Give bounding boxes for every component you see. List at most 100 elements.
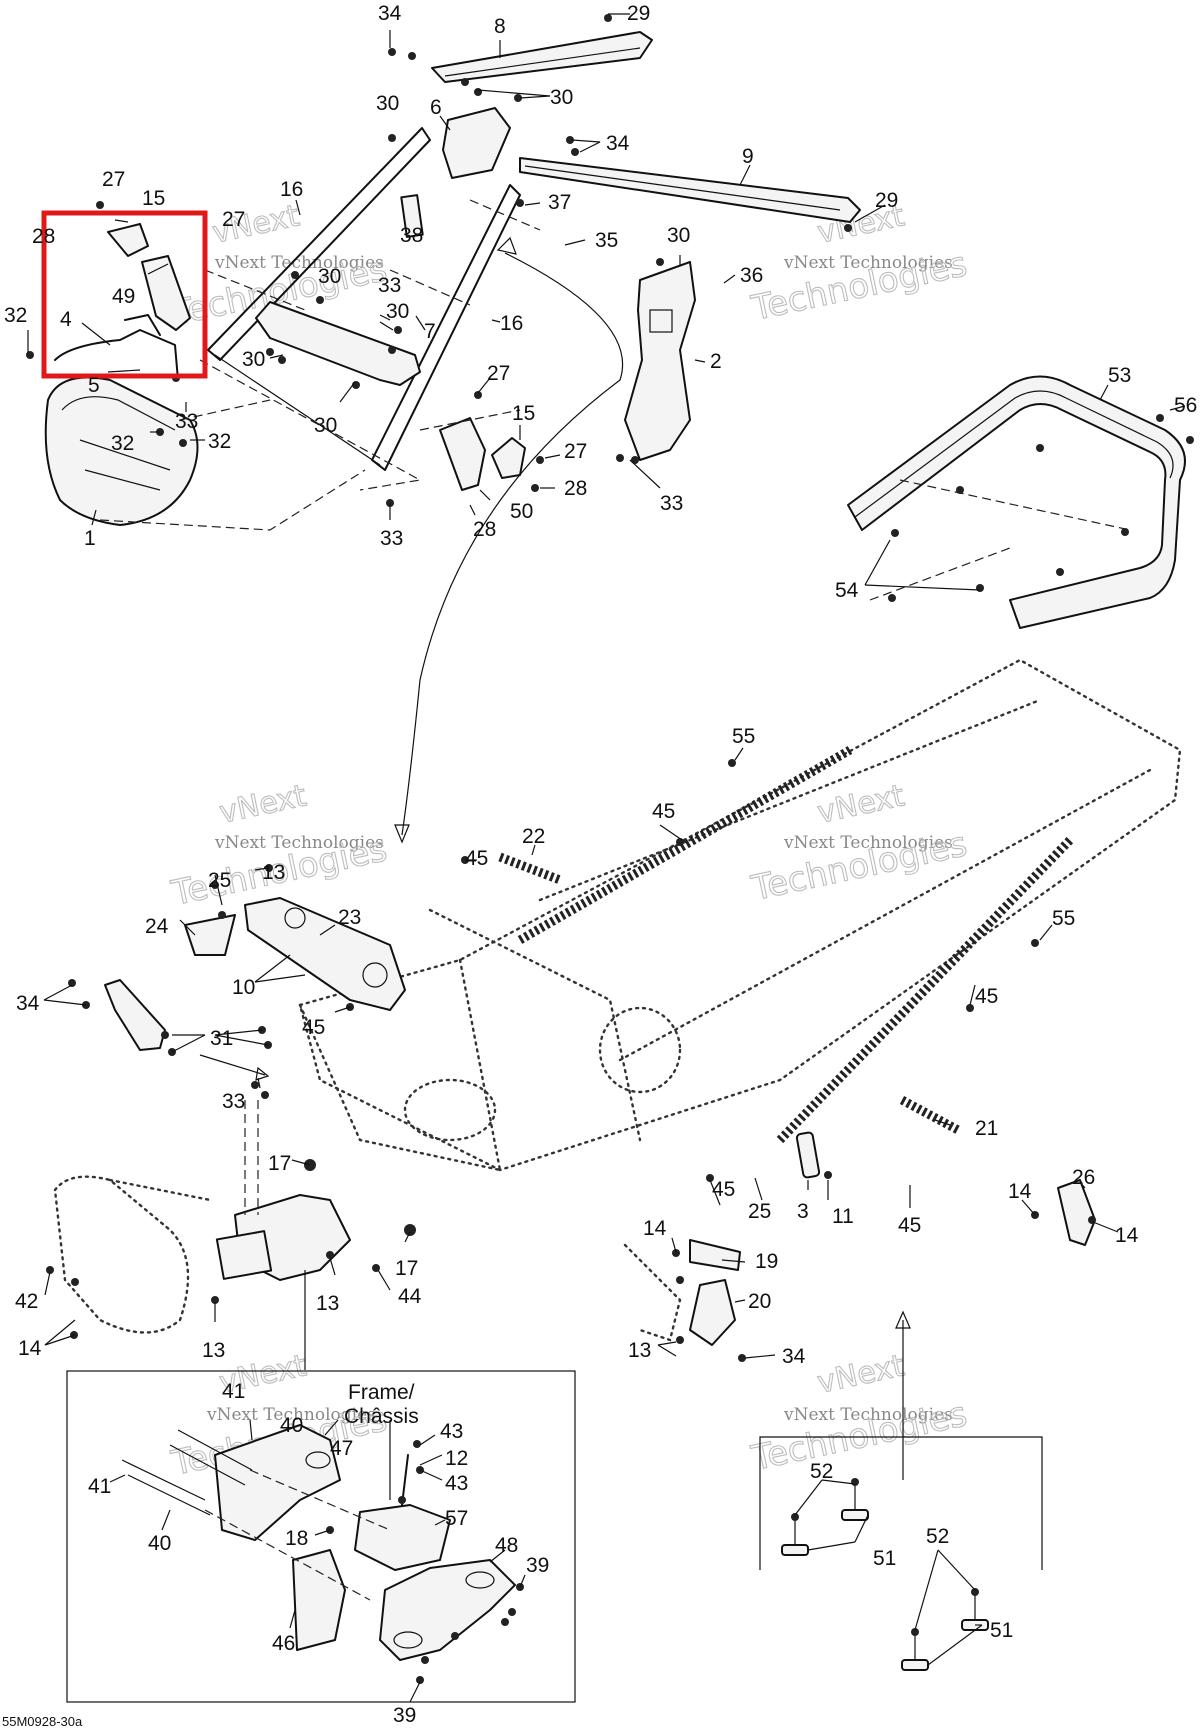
- callout-55: 55: [732, 725, 755, 748]
- callout-7: 7: [424, 320, 436, 343]
- callout-38: 38: [400, 224, 423, 247]
- callout-25: 25: [748, 1200, 771, 1223]
- callout-45: 45: [652, 800, 675, 823]
- callout-32: 32: [4, 304, 27, 327]
- callout-32: 32: [208, 430, 231, 453]
- callout-45: 45: [898, 1214, 921, 1237]
- callout-55: 55: [1052, 907, 1075, 930]
- callout-30: 30: [550, 86, 573, 109]
- drawing-code: 55M0928-30a: [2, 1714, 83, 1729]
- callout-39: 39: [393, 1704, 416, 1727]
- fastener-inset-parts: [781, 1485, 989, 1671]
- callout-30: 30: [386, 300, 409, 323]
- callout-57: 57: [445, 1507, 468, 1530]
- callout-48: 48: [495, 1534, 518, 1557]
- callout-46: 46: [272, 1632, 295, 1655]
- callout-45: 45: [975, 985, 998, 1008]
- callout-14: 14: [1008, 1180, 1032, 1203]
- callout-20: 20: [748, 1290, 771, 1313]
- callout-40: 40: [280, 1414, 303, 1437]
- callout-23: 23: [338, 906, 361, 929]
- callout-28: 28: [564, 477, 587, 500]
- callout-52: 52: [810, 1460, 833, 1483]
- callout-14: 14: [18, 1337, 42, 1360]
- assembly-arrow: [401, 252, 624, 836]
- callout-25: 25: [208, 869, 231, 892]
- callout-40: 40: [148, 1532, 171, 1555]
- callout-26: 26: [1072, 1166, 1095, 1189]
- callout-44: 44: [398, 1285, 422, 1308]
- callout-15: 15: [512, 402, 535, 425]
- svg-text:vNext Technologies: vNext Technologies: [206, 1405, 376, 1425]
- svg-text:vNext: vNext: [814, 1348, 907, 1401]
- callout-24: 24: [145, 915, 169, 938]
- callout-27: 27: [222, 208, 245, 231]
- watermark-4: vNext vNext Technologies Technologies: [747, 778, 971, 910]
- callout-16: 16: [280, 178, 303, 201]
- svg-text:vNext Technologies: vNext Technologies: [783, 1405, 953, 1425]
- svg-text:vNext Technologies: vNext Technologies: [783, 253, 953, 273]
- svg-text:vNext: vNext: [216, 778, 309, 831]
- callout-45: 45: [302, 1016, 325, 1039]
- callout-10: 10: [232, 976, 255, 999]
- leader-lines: [27, 13, 1186, 1703]
- callout-14: 14: [1115, 1224, 1139, 1247]
- callout-30: 30: [667, 224, 690, 247]
- callout-51: 51: [873, 1547, 896, 1570]
- upper-frame-assembly: [44, 31, 861, 531]
- callout-30: 30: [314, 414, 337, 437]
- callout-5: 5: [88, 374, 100, 397]
- callout-11: 11: [832, 1205, 854, 1228]
- callout-28: 28: [32, 225, 55, 248]
- callout-52: 52: [926, 1525, 949, 1548]
- fastener-inset-bracket: [759, 1436, 1043, 1570]
- fastener-dots: [26, 14, 1194, 1684]
- watermark-3: vNext vNext Technologies Technologies: [167, 778, 391, 915]
- callout-17: 17: [395, 1257, 418, 1280]
- highlight-box: [41, 210, 208, 379]
- callout-9: 9: [742, 145, 754, 168]
- tunnel-chassis: [298, 658, 1182, 1172]
- callout-13: 13: [262, 861, 285, 884]
- callout-30: 30: [376, 92, 399, 115]
- callout-15: 15: [142, 187, 165, 210]
- inset-caption-line-2: Châssis: [344, 1405, 419, 1428]
- callout-33: 33: [175, 410, 198, 433]
- frame-chassis-inset: [66, 1370, 576, 1703]
- callout-42: 42: [15, 1290, 38, 1313]
- callout-34: 34: [378, 2, 402, 25]
- callout-29: 29: [627, 2, 650, 25]
- callout-54: 54: [835, 579, 859, 602]
- callout-41: 41: [88, 1475, 111, 1498]
- callout-17: 17: [268, 1152, 291, 1175]
- callout-12: 12: [445, 1447, 468, 1470]
- callout-22: 22: [522, 825, 545, 848]
- part-53-rail-loop: [847, 375, 1186, 629]
- callout-33: 33: [660, 492, 683, 515]
- callout-50: 50: [510, 500, 533, 523]
- callout-35: 35: [595, 229, 618, 252]
- callout-6: 6: [430, 96, 442, 119]
- callout-33: 33: [380, 527, 403, 550]
- watermark-2: vNext vNext Technologies Technologies: [747, 198, 971, 330]
- callout-43: 43: [440, 1420, 463, 1443]
- callout-27: 27: [102, 168, 125, 191]
- svg-text:vNext Technologies: vNext Technologies: [783, 833, 953, 853]
- callout-4: 4: [60, 308, 72, 331]
- svg-text:vNext: vNext: [814, 778, 907, 831]
- callout-30: 30: [242, 348, 265, 371]
- callout-8: 8: [494, 15, 506, 38]
- callout-2: 2: [710, 350, 722, 373]
- svg-text:vNext Technologies: vNext Technologies: [214, 253, 384, 273]
- callout-13: 13: [202, 1339, 225, 1362]
- callout-33: 33: [378, 274, 401, 297]
- callout-31: 31: [210, 1027, 233, 1050]
- callout-32: 32: [111, 432, 134, 455]
- callout-19: 19: [755, 1250, 778, 1273]
- callout-1: 1: [84, 527, 96, 550]
- callout-53: 53: [1108, 364, 1131, 387]
- callout-27: 27: [487, 362, 510, 385]
- callout-33: 33: [222, 1090, 245, 1113]
- callout-21: 21: [975, 1117, 998, 1140]
- callout-3: 3: [797, 1200, 809, 1223]
